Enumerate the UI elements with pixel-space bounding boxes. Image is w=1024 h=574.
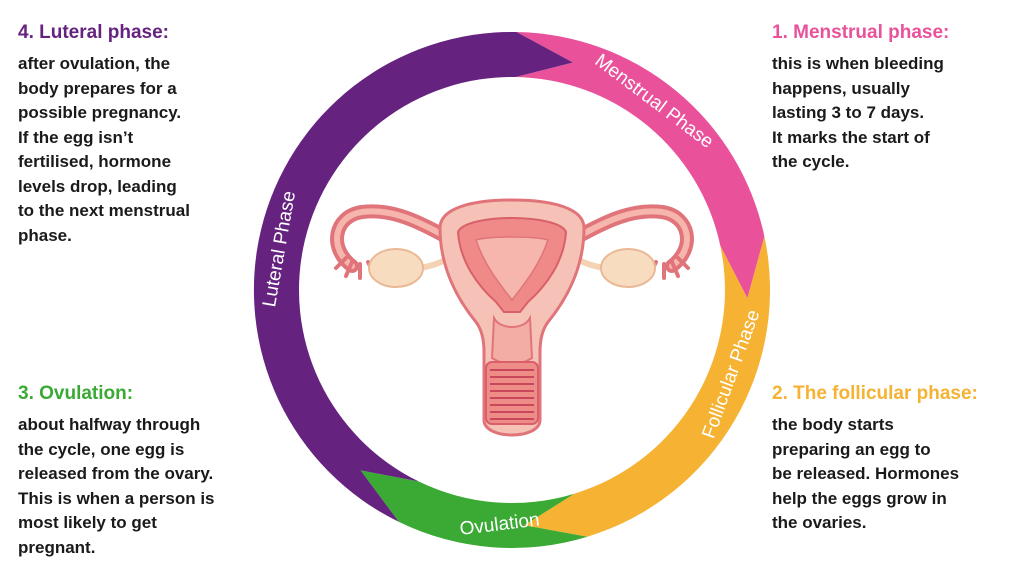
vaginal-canal: [485, 361, 539, 425]
menstrual-ring-label: Menstrual Phase: [591, 50, 718, 153]
menstrual-phase-description: 1. Menstrual phase: this is when bleedin…: [772, 22, 1012, 175]
menstrual-phase-text: this is when bleeding happens, usually l…: [772, 54, 944, 171]
luteal-phase-description: 4. Luteral phase: after ovulation, the b…: [18, 22, 258, 248]
ovulation-phase-heading: 3. Ovulation:: [18, 383, 134, 404]
menstrual-ring-segment: [515, 32, 765, 299]
follicular-ring-segment: [524, 236, 771, 537]
left-fimbriae: [334, 256, 376, 280]
right-ovary: [600, 248, 656, 288]
luteal-ring-segment: [253, 31, 574, 522]
follicular-phase-heading: 2. The follicular phase:: [772, 383, 978, 404]
luteal-phase-text: after ovulation, the body prepares for a…: [18, 54, 190, 245]
uterus-illustration: [330, 198, 694, 437]
cycle-ring: [253, 31, 771, 548]
ovulation-phase-description: 3. Ovulation: about halfway through the …: [18, 383, 268, 560]
right-fallopian-tube-inner: [569, 208, 690, 269]
ovulation-ring-segment: [360, 470, 588, 548]
luteal-phase-heading: 4. Luteral phase:: [18, 22, 169, 43]
follicular-phase-description: 2. The follicular phase: the body starts…: [772, 383, 1022, 536]
vaginal-rugae: [490, 369, 534, 420]
ovulation-phase-text: about halfway through the cycle, one egg…: [18, 415, 215, 557]
left-ovary: [368, 248, 424, 288]
follicular-phase-text: the body starts preparing an egg to be r…: [772, 415, 960, 532]
right-fimbriae: [648, 256, 690, 280]
menstrual-phase-heading: 1. Menstrual phase:: [772, 22, 950, 43]
left-fallopian-tube-inner: [334, 208, 455, 269]
uterine-cavity: [475, 236, 549, 302]
